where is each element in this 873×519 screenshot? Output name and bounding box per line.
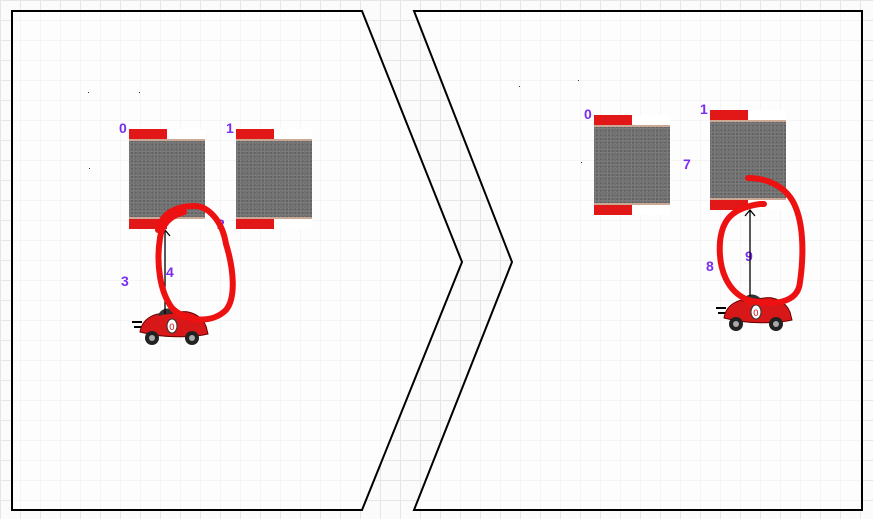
stray-dot — [89, 168, 90, 169]
stray-dot — [139, 92, 140, 93]
stray-dot — [88, 92, 89, 93]
right-label-car: 8 — [706, 258, 714, 274]
left-label-tile-1: 1 — [226, 120, 234, 136]
left-label-car: 3 — [121, 273, 129, 289]
track-tile-0-right — [594, 115, 670, 215]
stray-dot — [581, 162, 582, 163]
right-label-tile-1: 1 — [700, 101, 708, 117]
right-red-scribble — [716, 175, 806, 306]
right-label-arrow: 9 — [745, 248, 753, 264]
left-red-scribble — [155, 202, 236, 323]
svg-text:0: 0 — [169, 323, 175, 333]
track-tile-1-left — [236, 129, 312, 229]
stray-dot — [519, 86, 520, 87]
svg-text:0: 0 — [753, 309, 759, 319]
up-arrow-icon — [744, 208, 756, 296]
right-label-tile-0: 0 — [584, 106, 592, 122]
left-label-arrow: 4 — [166, 264, 174, 280]
track-tile-1-right — [710, 110, 786, 210]
stray-dot — [578, 80, 579, 81]
left-label-tile-0: 0 — [119, 120, 127, 136]
left-panel-frame — [11, 10, 464, 511]
right-label-gap: 7 — [683, 156, 691, 172]
